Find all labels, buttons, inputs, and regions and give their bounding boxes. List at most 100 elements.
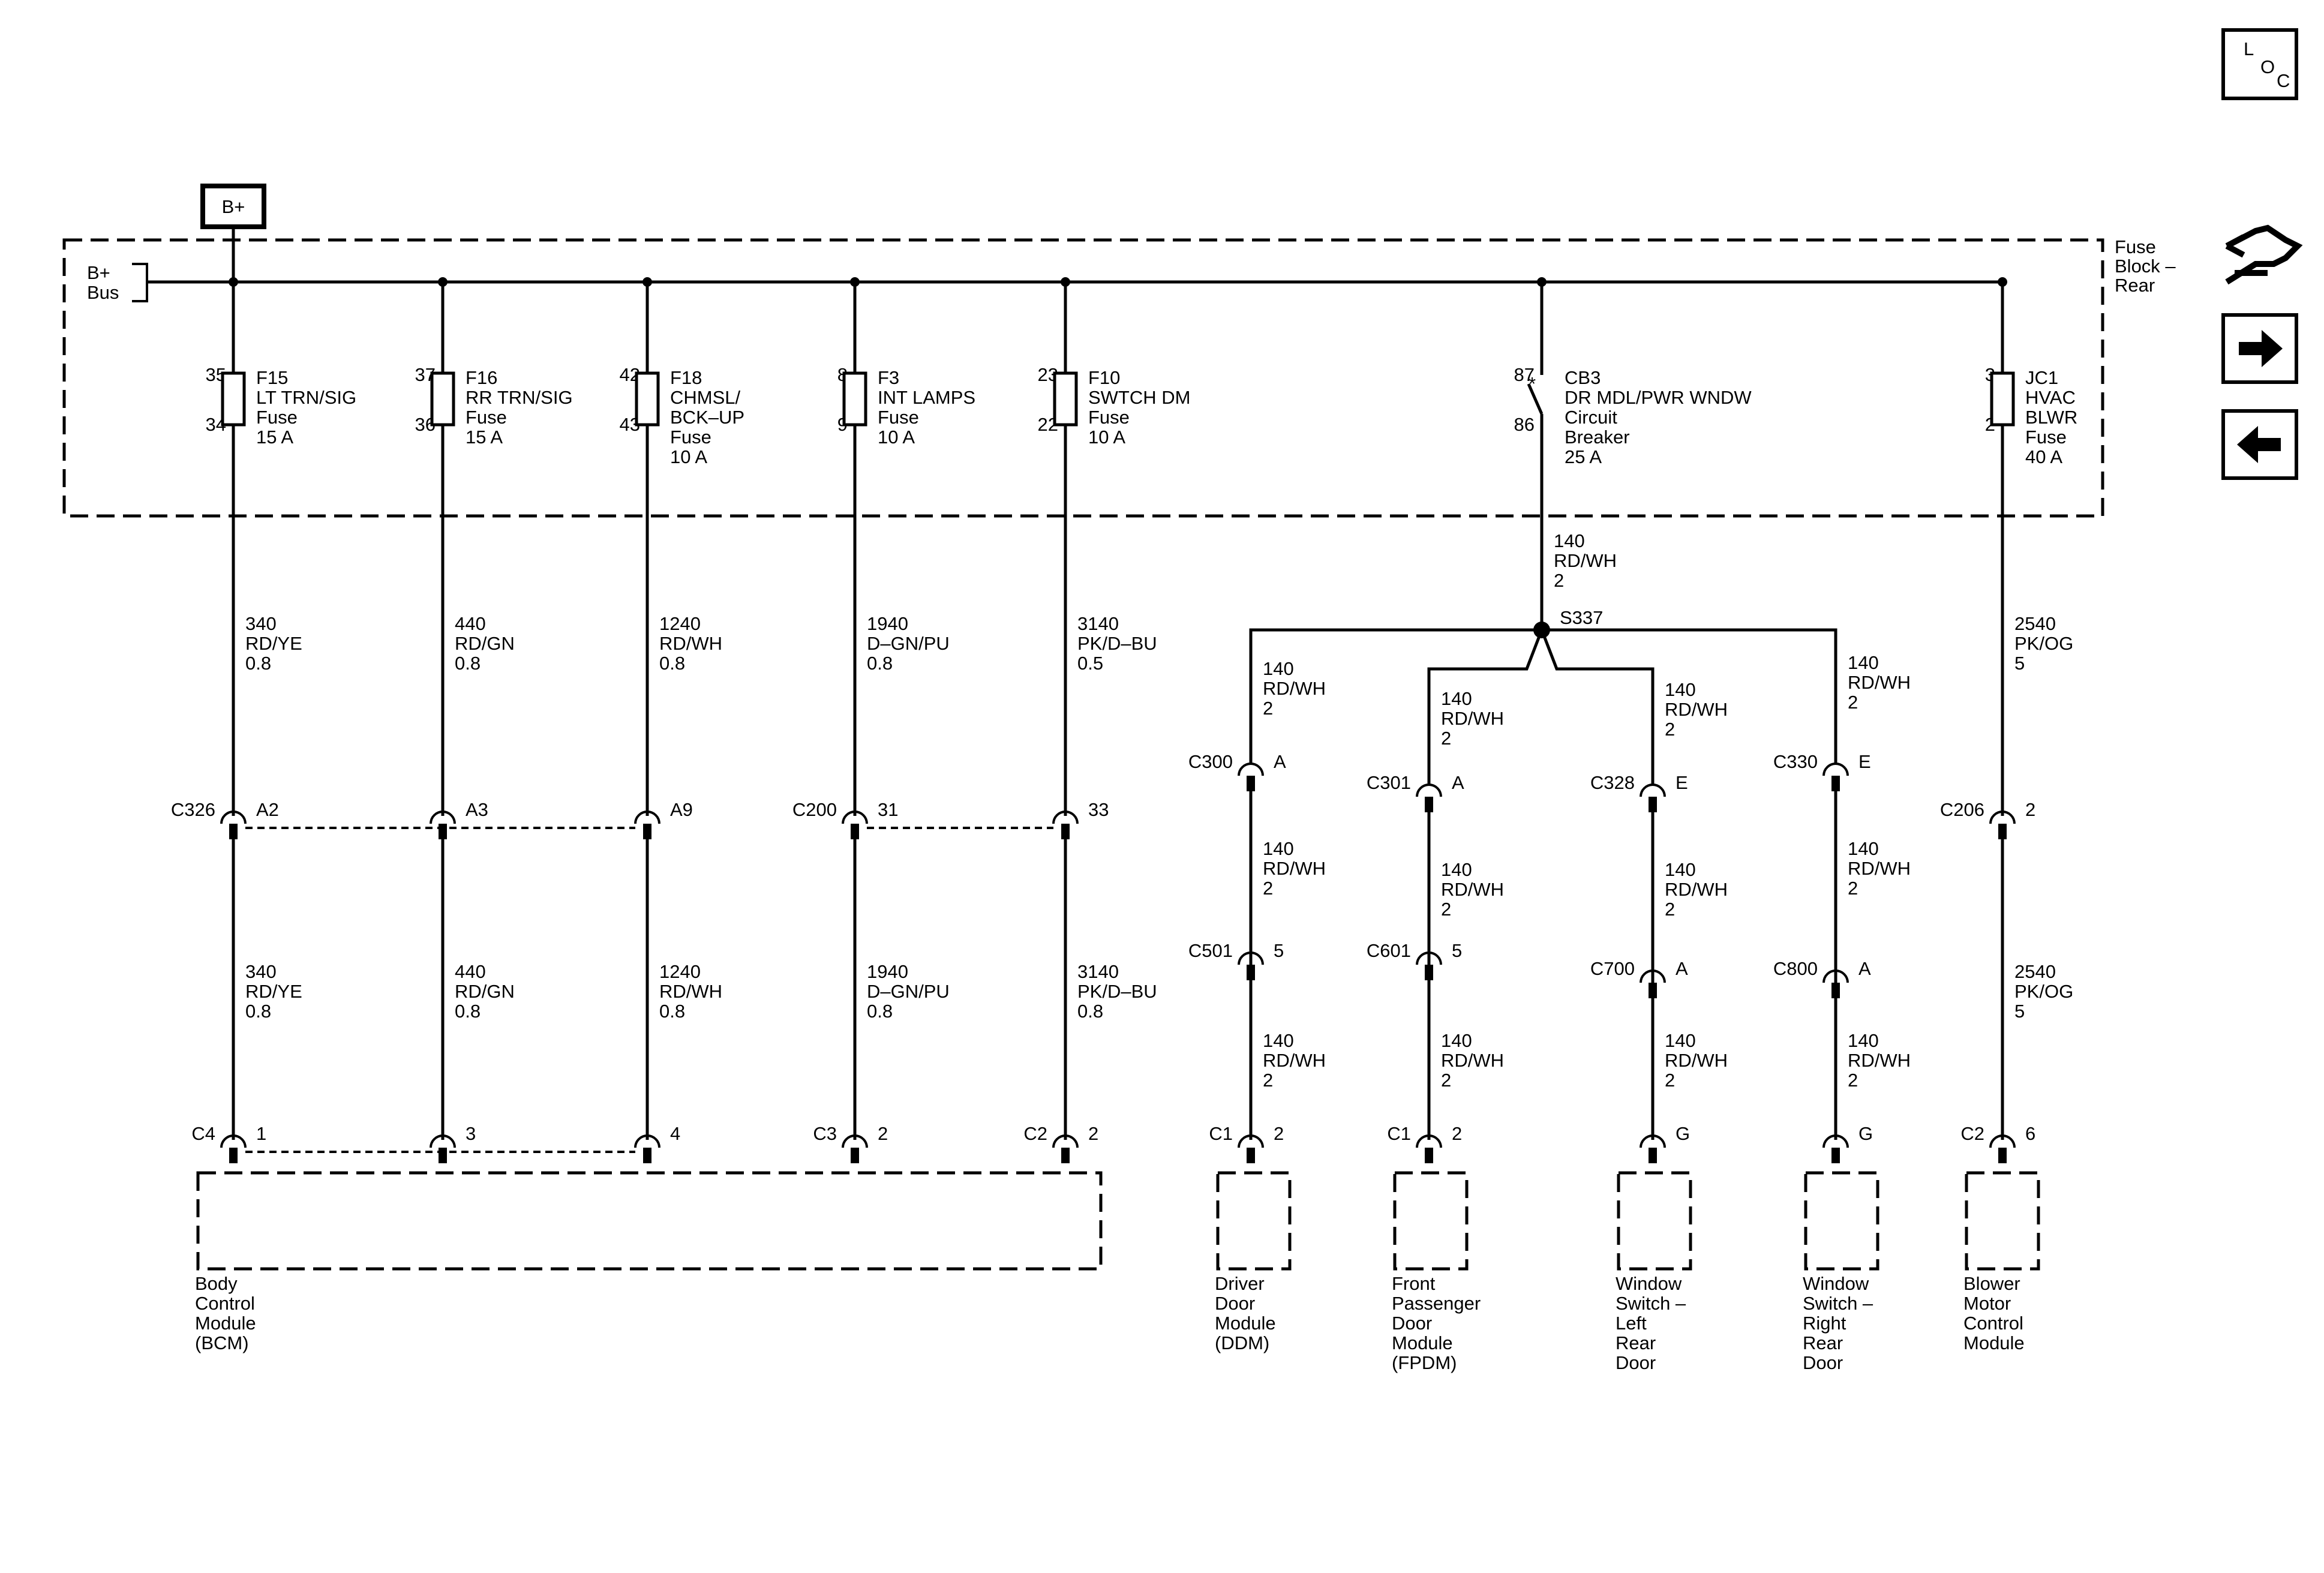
wire-label-upper-line: 140: [1554, 530, 1585, 551]
b-plus-label: B+: [222, 196, 245, 217]
fuse-label-f3-line: F3: [878, 367, 899, 388]
door-wire-label-line: 2: [1848, 878, 1858, 899]
connector-pin: 6: [2025, 1123, 2035, 1144]
wire-label-lower-line: 0.8: [1077, 1001, 1103, 1022]
wire-label-lower-line: 5: [2014, 1001, 2025, 1022]
connector-pin: A: [1274, 751, 1286, 772]
wire-label-upper-line: 0.5: [1077, 653, 1103, 674]
connector-c301: [1416, 784, 1442, 812]
module-label-bmcm-line: Control: [1963, 1313, 2023, 1334]
wire-label-upper-line: 1240: [659, 613, 701, 634]
module-label-bmcm-line: Module: [1963, 1332, 2025, 1353]
door-wire-label-line: 2: [1441, 899, 1451, 920]
module-label-wsrr-line: Switch –: [1803, 1293, 1873, 1314]
wire-label-upper-line: 2: [1554, 570, 1564, 591]
connector-pin: 31: [878, 799, 898, 820]
connector-c300: [1238, 763, 1264, 791]
fuse-element: [430, 371, 455, 427]
wire-label-upper-line: PK/D–BU: [1077, 633, 1157, 654]
wire-label-lower-line: 3140: [1077, 961, 1119, 982]
wire-label-upper-line: RD/GN: [455, 633, 515, 654]
connector-name: C300: [1188, 751, 1233, 772]
wire-label-lower-line: 0.8: [245, 1001, 271, 1022]
connector-pin: G: [1858, 1123, 1873, 1144]
wire-label-lower-line: 1940: [867, 961, 908, 982]
splice-label: S337: [1560, 607, 1603, 628]
fuse-label-f3-line: Fuse: [878, 407, 919, 428]
wire-label-upper-line: 440: [455, 613, 486, 634]
fuse-label-f18-line: 10 A: [670, 446, 707, 467]
connector-pin: E: [1676, 772, 1688, 793]
wire-label-lower-line: PK/OG: [2014, 981, 2073, 1002]
fuse-label-f15-line: Fuse: [256, 407, 298, 428]
fuse-block-label-line: Rear: [2115, 275, 2155, 296]
door-wire-label-line: 140: [1665, 1030, 1696, 1051]
connector-bottom: [1989, 1134, 2016, 1163]
branch-wire-label-line: 2: [1263, 698, 1273, 719]
fuse-label-f16-line: F16: [466, 367, 497, 388]
fuse-label-cb3-line: CB3: [1565, 367, 1601, 388]
connector-name: C3: [813, 1123, 837, 1144]
connector-pin: 33: [1088, 799, 1109, 820]
return-arrow-icon[interactable]: [2225, 224, 2303, 285]
wire-label-upper-line: 3140: [1077, 613, 1119, 634]
fuse-pin-top: 87: [1514, 364, 1535, 385]
b-plus-bus: B+ Bus: [87, 227, 2004, 303]
door-wire-label-line: 2: [1441, 1070, 1451, 1091]
bus-label-line: Bus: [87, 282, 119, 303]
fuse-label-jc1-line: BLWR: [2025, 407, 2077, 428]
fuse-label-f10-line: F10: [1088, 367, 1120, 388]
branch-wire-label-line: 140: [1263, 658, 1294, 679]
connector-name: C4: [191, 1123, 215, 1144]
module-label-wsrr-line: Rear: [1803, 1332, 1843, 1353]
door-wire-label-line: 140: [1441, 859, 1472, 880]
loc-letter: O: [2260, 56, 2275, 77]
prev-page-button[interactable]: [2221, 409, 2298, 480]
door-wire-label-line: 2: [1665, 1070, 1675, 1091]
branch-wire-label-line: 140: [1441, 688, 1472, 709]
module-label-wslr-line: Rear: [1616, 1332, 1656, 1353]
connector-pin: E: [1858, 751, 1871, 772]
fuse-label-f3-line: INT LAMPS: [878, 387, 975, 408]
module-label-wslr-line: Window: [1616, 1273, 1682, 1294]
branch-wire-label-line: 2: [1441, 728, 1451, 749]
connector-pin: 5: [1452, 940, 1462, 961]
connector-bottom: [842, 1134, 868, 1163]
upper-wire-labels: 340RD/YE0.8440RD/GN0.81240RD/WH0.81940D–…: [245, 530, 2073, 674]
wire-label-lower-line: RD/GN: [455, 981, 515, 1002]
branch-wire-label-line: 2: [1848, 692, 1858, 713]
fuse-label-f10-line: 10 A: [1088, 427, 1125, 448]
connector-c200-31: [842, 810, 868, 839]
branch-wire-label-line: RD/WH: [1848, 672, 1911, 693]
wire-label-lower-line: 1240: [659, 961, 701, 982]
wire-label-lower-line: 0.8: [659, 1001, 685, 1022]
fuse-label-f16-line: RR TRN/SIG: [466, 387, 573, 408]
next-page-button[interactable]: [2221, 313, 2298, 384]
connector-bottom: [1238, 1134, 1264, 1163]
connector-pin: 5: [1274, 940, 1284, 961]
wire-label-upper-line: 2540: [2014, 613, 2056, 634]
door-wire-label-line: RD/WH: [1665, 1050, 1728, 1071]
fuse-block-label: Fuse Block – Rear: [2115, 236, 2176, 296]
connector-name: C330: [1773, 751, 1818, 772]
loc-button[interactable]: L O C: [2221, 28, 2298, 100]
module-label-wslr-line: Door: [1616, 1352, 1656, 1373]
